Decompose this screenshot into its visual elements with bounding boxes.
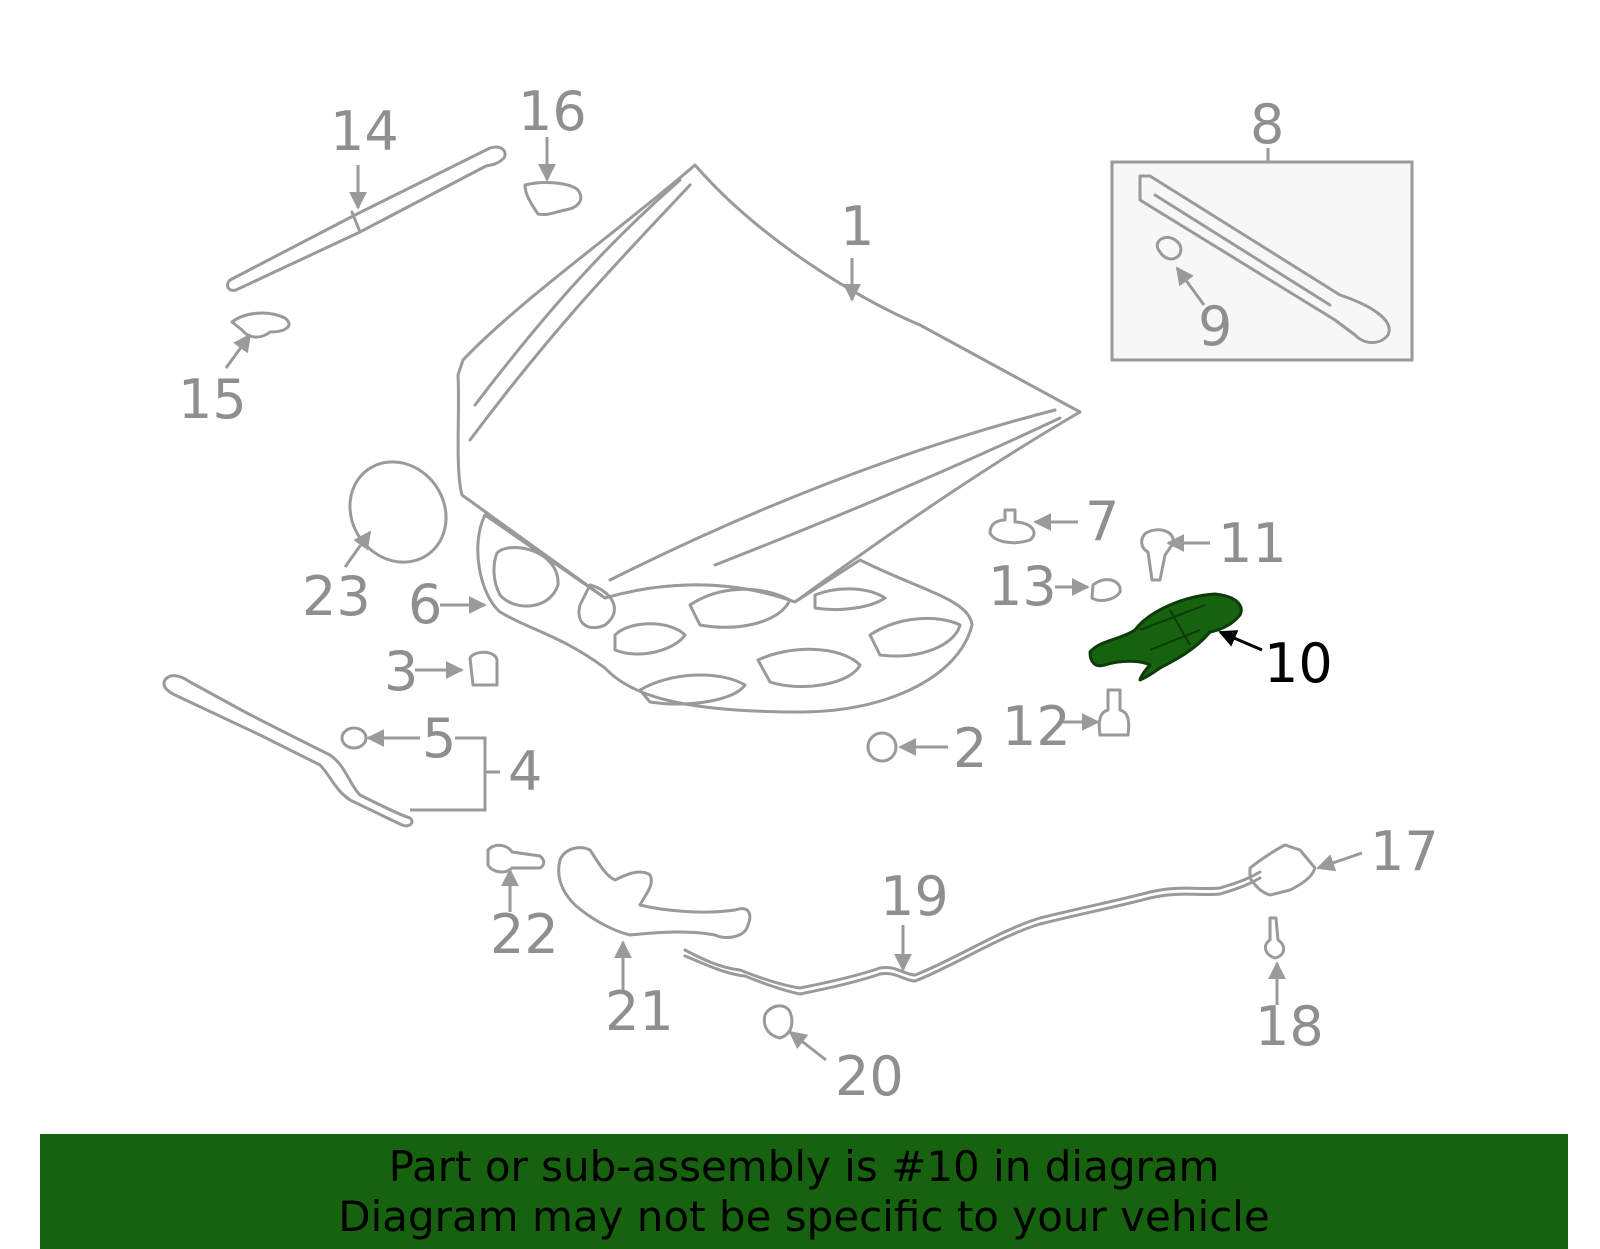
banner-line-2: Diagram may not be specific to your vehi… bbox=[338, 1192, 1270, 1241]
part-8-inset bbox=[1110, 148, 1414, 362]
lever-part-21 bbox=[557, 846, 752, 939]
latch-part-17 bbox=[1248, 843, 1317, 897]
callout-3: 3 bbox=[384, 640, 418, 703]
callout-20: 20 bbox=[835, 1045, 904, 1108]
release-cable-part-19 bbox=[683, 870, 1262, 990]
callout-22: 22 bbox=[490, 903, 559, 966]
bolt-part-18 bbox=[1263, 916, 1286, 960]
hood-insulator-part-6 bbox=[476, 513, 974, 714]
callout-11: 11 bbox=[1218, 512, 1287, 575]
callout-5: 5 bbox=[422, 707, 456, 770]
release-handle-part-10[interactable] bbox=[1088, 592, 1243, 682]
callout-9: 9 bbox=[1198, 295, 1232, 358]
support-rod-part-4 bbox=[162, 674, 414, 828]
hood-strut-part-14 bbox=[226, 145, 507, 292]
callout-19: 19 bbox=[880, 865, 949, 928]
callout-12: 12 bbox=[1002, 695, 1071, 758]
hood-part-1 bbox=[456, 163, 1082, 604]
callout-16: 16 bbox=[518, 80, 587, 143]
info-banner: Part or sub-assembly is #10 in diagram D… bbox=[40, 1134, 1568, 1249]
callout-10: 10 bbox=[1264, 632, 1333, 695]
bracket-4 bbox=[410, 736, 487, 812]
callout-labels: 14 16 8 1 9 15 7 11 13 23 6 10 3 12 5 2 … bbox=[178, 80, 1439, 1108]
hardware-parts bbox=[340, 508, 1175, 763]
callout-18: 18 bbox=[1255, 995, 1324, 1058]
callout-4: 4 bbox=[508, 740, 542, 803]
callout-6: 6 bbox=[408, 573, 442, 636]
callout-13: 13 bbox=[988, 555, 1057, 618]
callout-21: 21 bbox=[605, 980, 674, 1043]
bolt-part-22 bbox=[486, 843, 546, 874]
callout-7: 7 bbox=[1085, 490, 1119, 553]
callout-2: 2 bbox=[953, 717, 987, 780]
callout-14: 14 bbox=[330, 100, 399, 163]
callout-8: 8 bbox=[1250, 93, 1284, 156]
callout-23: 23 bbox=[302, 565, 371, 628]
leader-lines bbox=[224, 137, 1363, 1062]
bumper-part-16 bbox=[523, 181, 583, 216]
callout-15: 15 bbox=[178, 368, 247, 431]
grommet-part-20 bbox=[762, 1004, 794, 1040]
clip-part-15 bbox=[230, 311, 291, 339]
callout-17: 17 bbox=[1370, 820, 1439, 883]
banner-line-1: Part or sub-assembly is #10 in diagram bbox=[388, 1142, 1220, 1191]
callout-1: 1 bbox=[840, 195, 874, 258]
